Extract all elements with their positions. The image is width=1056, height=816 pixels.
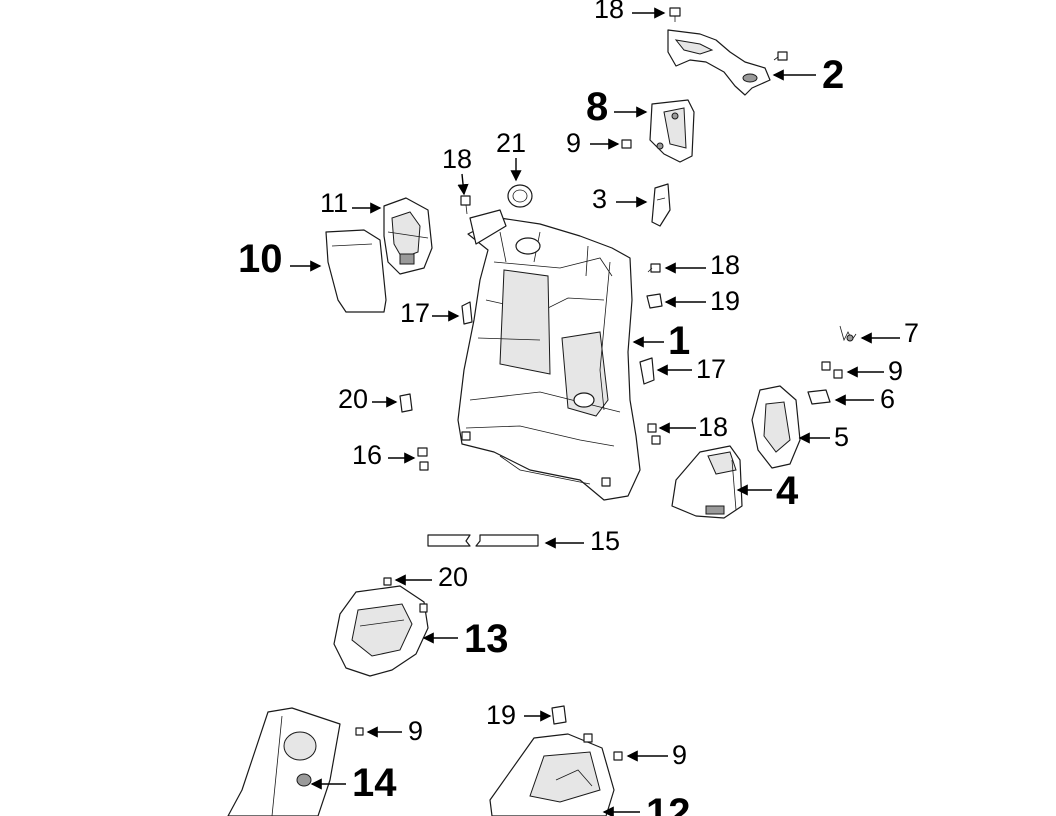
housing-part-11 bbox=[383, 197, 433, 275]
leader-arrows bbox=[290, 7, 900, 816]
callout-20-left: 20 bbox=[338, 384, 368, 414]
callout-17-left: 17 bbox=[400, 298, 430, 328]
callout-18-lower: 18 bbox=[698, 412, 728, 442]
callout-18-top: 18 bbox=[594, 0, 624, 24]
callout-9-lower-left: 9 bbox=[408, 716, 423, 746]
callout-7: 7 bbox=[904, 318, 919, 348]
side-lid-part-4 bbox=[671, 445, 743, 519]
lower-tray-part-13 bbox=[333, 585, 429, 677]
main-body-part-1 bbox=[457, 209, 641, 501]
fastener-part-18-right bbox=[647, 263, 661, 273]
side-housing-part-5 bbox=[751, 385, 801, 469]
callout-9-lower-right: 9 bbox=[672, 740, 687, 770]
clip-part-17-left bbox=[461, 301, 473, 325]
callout-12: 12 bbox=[646, 791, 691, 816]
callout-15: 15 bbox=[590, 526, 620, 556]
callout-19-lower: 19 bbox=[486, 700, 516, 730]
screws-part-9-right bbox=[821, 361, 843, 379]
clip-part-20-left bbox=[399, 393, 413, 413]
bracket-part-8 bbox=[621, 99, 695, 163]
callout-8: 8 bbox=[586, 85, 608, 129]
leader-18-upper bbox=[457, 173, 469, 196]
latch-part-6 bbox=[807, 389, 831, 405]
callout-2: 2 bbox=[822, 53, 844, 97]
callout-21: 21 bbox=[496, 128, 526, 158]
screw-part-20-lower bbox=[383, 577, 392, 586]
callout-13: 13 bbox=[464, 617, 509, 661]
screw-part-18-top bbox=[669, 7, 681, 22]
callout-4: 4 bbox=[776, 469, 799, 513]
callout-10: 10 bbox=[238, 237, 283, 281]
callout-18-right: 18 bbox=[710, 250, 740, 280]
callout-14: 14 bbox=[352, 761, 397, 805]
spring-part-7 bbox=[839, 325, 857, 342]
clip-part-17-right bbox=[639, 357, 655, 385]
cap-part-3 bbox=[651, 183, 671, 227]
callout-5: 5 bbox=[834, 422, 849, 452]
panel-part-10 bbox=[325, 229, 387, 313]
trim-strip-part-15 bbox=[427, 534, 539, 547]
screw-part-16 bbox=[417, 447, 429, 471]
callout-9-top: 9 bbox=[566, 128, 581, 158]
callout-1: 1 bbox=[668, 319, 690, 363]
callout-18-upper: 18 bbox=[442, 144, 472, 174]
screw-part-18-upper bbox=[460, 195, 471, 215]
callout-labels: 18 2 8 9 21 18 3 11 10 18 19 17 1 7 17 9… bbox=[238, 0, 919, 816]
clip-part-19-right bbox=[646, 293, 663, 309]
callout-9-right: 9 bbox=[888, 356, 903, 386]
upper-cover-part-2 bbox=[667, 29, 788, 96]
grommet-part-21 bbox=[507, 184, 533, 208]
screws-part-18-lower bbox=[647, 423, 661, 445]
callout-3: 3 bbox=[592, 184, 607, 214]
callout-6: 6 bbox=[880, 384, 895, 414]
callout-17-right: 17 bbox=[696, 354, 726, 384]
callout-16: 16 bbox=[352, 440, 382, 470]
callout-11: 11 bbox=[320, 188, 348, 218]
callout-19-right: 19 bbox=[710, 286, 740, 316]
callout-20-lower: 20 bbox=[438, 562, 468, 592]
lower-box-part-12 bbox=[489, 705, 623, 816]
lower-panel-part-14 bbox=[227, 707, 364, 816]
